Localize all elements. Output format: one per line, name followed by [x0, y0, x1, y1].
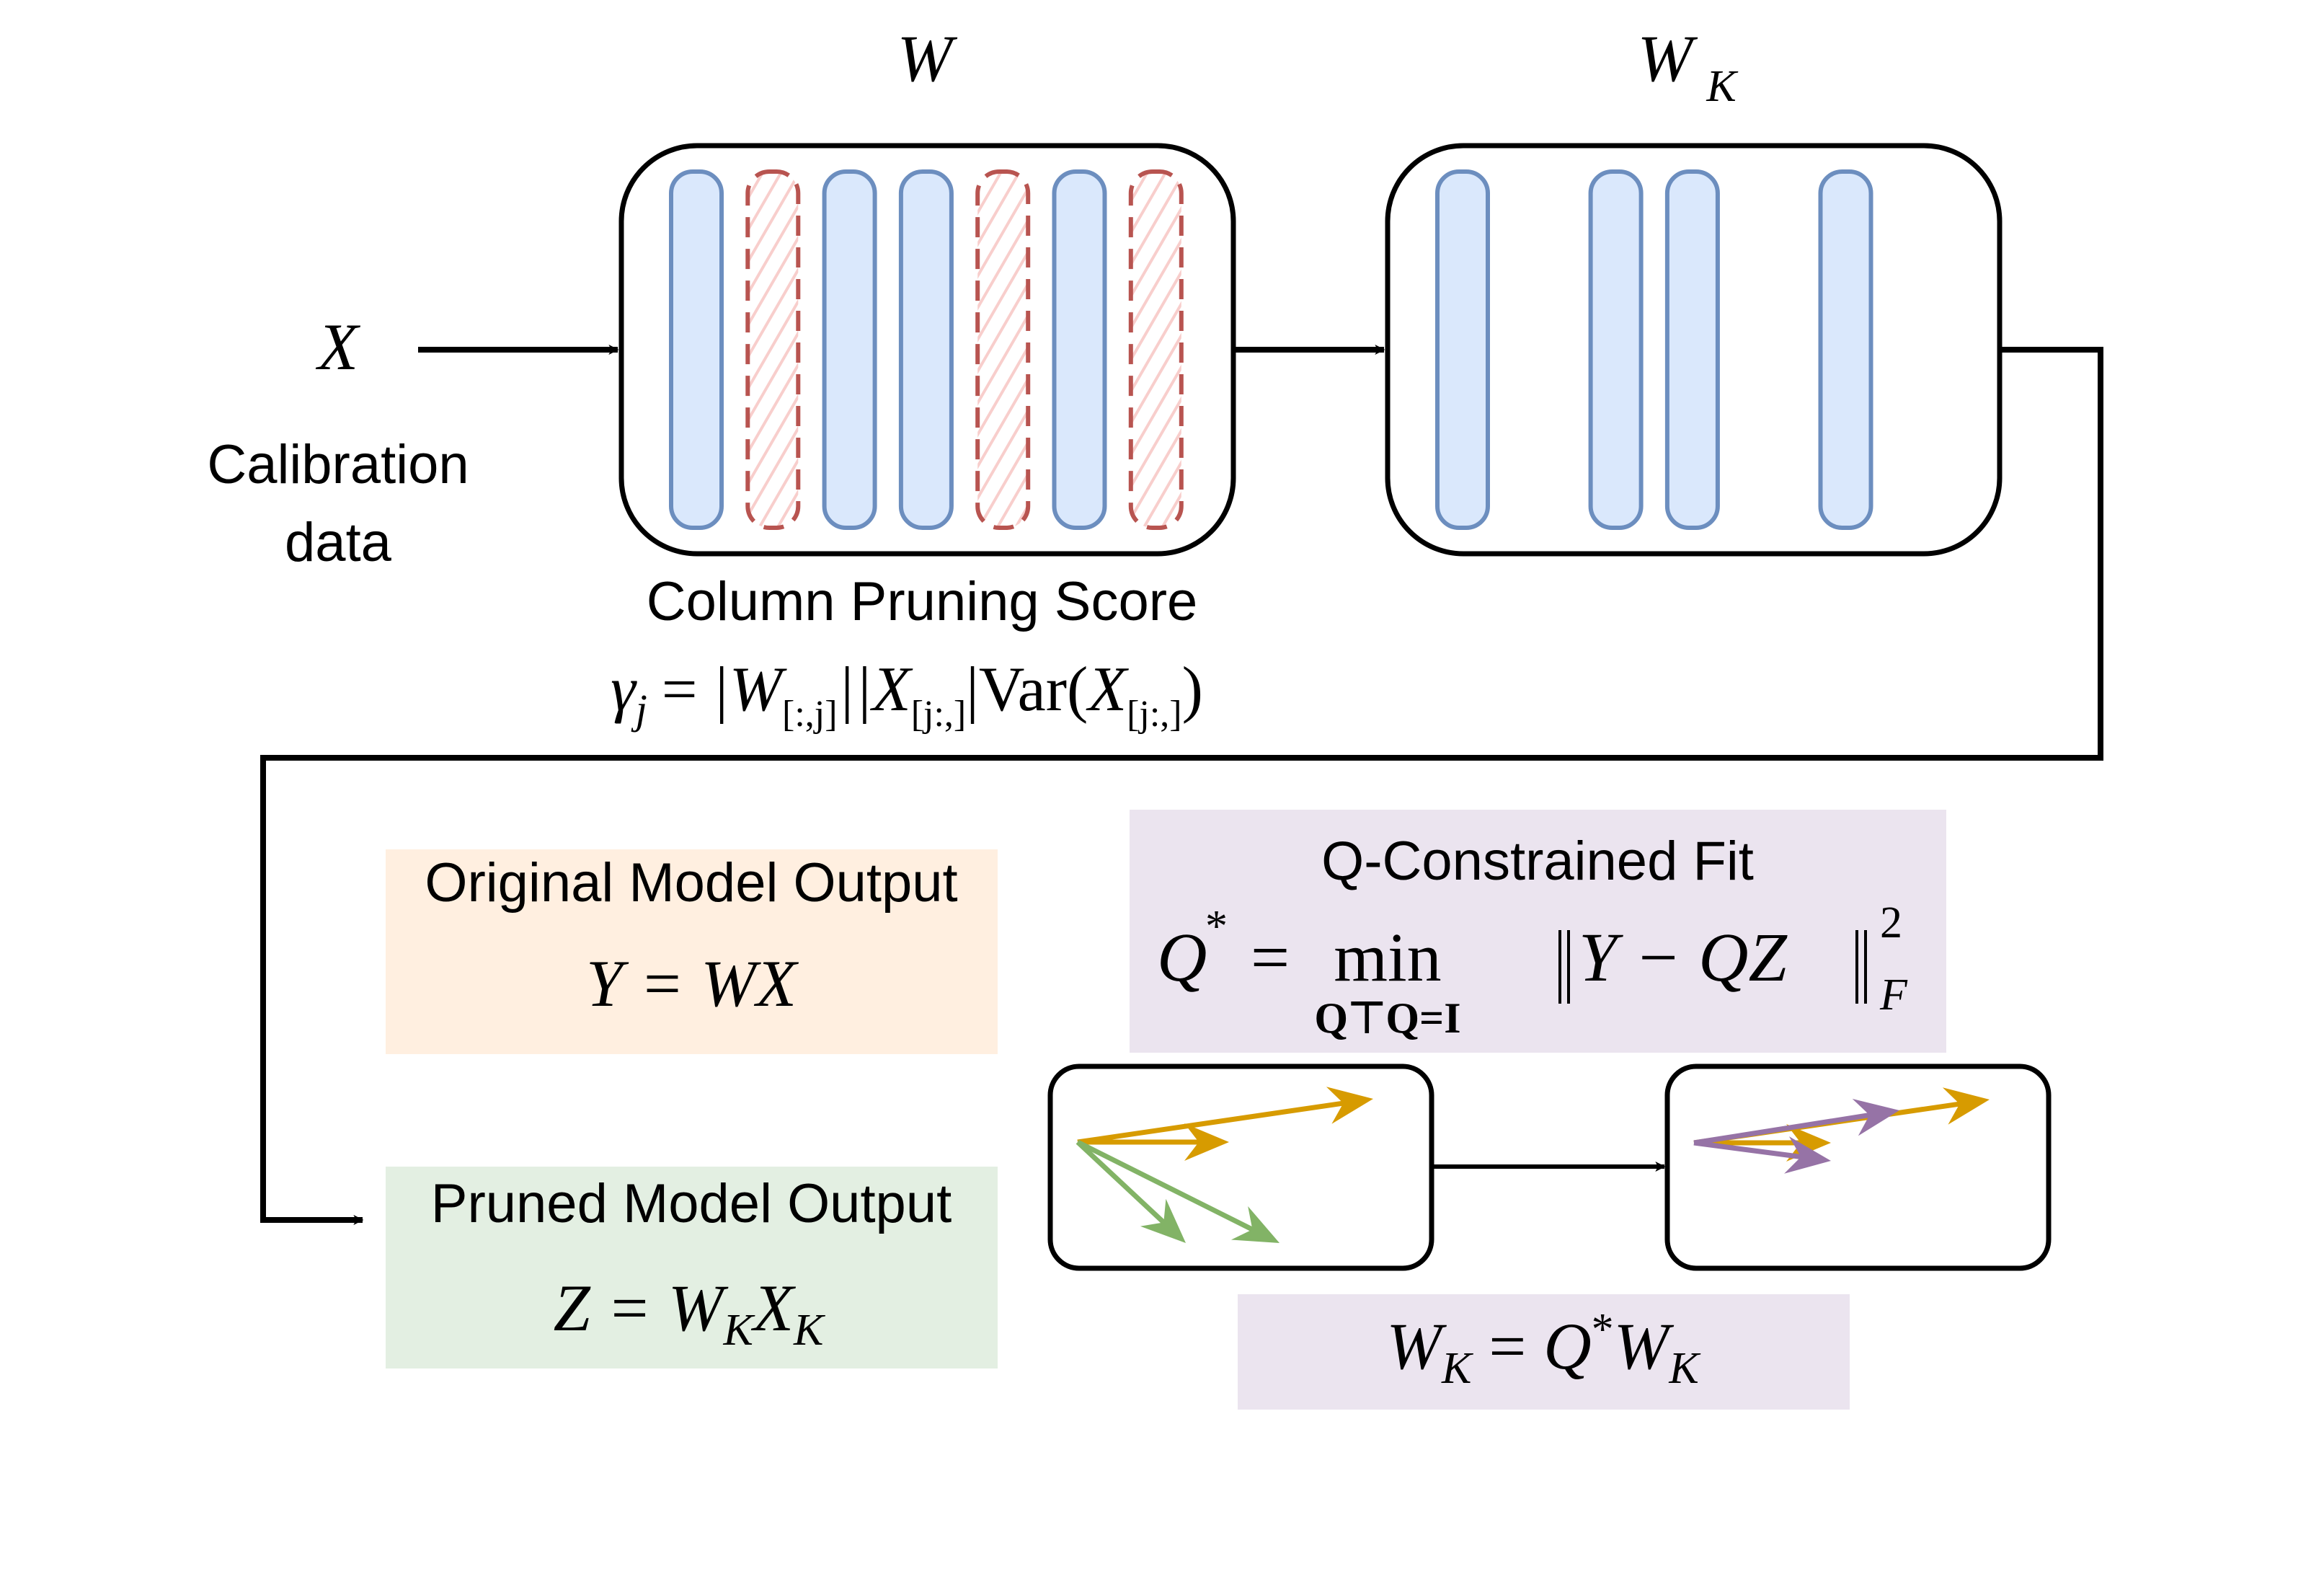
pruned-formula-sub2: K: [793, 1306, 826, 1355]
purple-vector-shaft: [1693, 1112, 1872, 1146]
weight-matrix-title: W: [897, 22, 958, 95]
kept-column: [1588, 169, 1644, 530]
pruned-weight-matrix-columns: [1435, 169, 1873, 530]
original-output-formula: Y = WX: [586, 947, 799, 1020]
pruned-formula-lhs: Z = W: [554, 1271, 729, 1345]
original-output-panel: [386, 849, 998, 1054]
vectors-before-group: [1075, 1087, 1373, 1243]
w-column-subscript: [:,j]: [782, 694, 838, 735]
update-w-sub: K: [1668, 1344, 1701, 1393]
pruning-score-formula: γj=|W[:,j]||X[j:,]|Var(X[j:,]): [611, 655, 1203, 735]
pruned-formula-x: X: [750, 1271, 797, 1345]
q-fit-norm-frobenius: F: [1879, 970, 1908, 1020]
orange-vector-head: [1184, 1123, 1229, 1161]
update-q-star: *: [1592, 1305, 1614, 1354]
x-row-subscript: [j:,]: [911, 694, 967, 735]
kept-column: [1818, 169, 1873, 530]
update-q: Q: [1543, 1309, 1591, 1383]
q-fit-panel: [1130, 810, 1946, 1053]
q-fit-norm-body: Y − QZ: [1579, 919, 1788, 996]
orange-vector-head: [1942, 1087, 1990, 1125]
purple-vector-shaft: [1693, 1140, 1803, 1160]
variance-x-subscript: [j:,]: [1127, 694, 1182, 735]
kept-column: [1052, 169, 1107, 530]
purple-vector-head: [1784, 1136, 1831, 1174]
pruning-score-title: Column Pruning Score: [647, 571, 1198, 632]
purple-vector-head: [1852, 1098, 1899, 1136]
svg-text:γj=|W[:,j]||X[j:,]|Var(X[j:,]): γj=|W[:,j]||X[j:,]|Var(X[j:,]): [611, 655, 1203, 735]
orange-vector-shaft: [1077, 1100, 1345, 1145]
pruned-output-formula: Z = WKXK: [554, 1271, 826, 1355]
x-row-term: ||X: [838, 655, 913, 725]
calibration-caption-line1: Calibration: [207, 434, 469, 495]
q-fit-formula: Q * = min Q⊤Q=I Y − QZ 2 F: [1157, 898, 1908, 1042]
pruned-column: [975, 169, 1031, 530]
update-lhs: W: [1386, 1309, 1447, 1383]
pruned-formula-sub1: K: [722, 1306, 755, 1355]
kept-column: [669, 169, 724, 530]
variance-x: X: [1086, 655, 1129, 725]
update-lhs-sub: K: [1441, 1344, 1474, 1393]
gamma-symbol: γ: [611, 655, 637, 725]
equals-sign: =: [662, 655, 698, 725]
q-fit-lhs-star: *: [1205, 902, 1228, 951]
update-equals: =: [1489, 1309, 1526, 1383]
variance-term: |Var(: [966, 655, 1088, 725]
pruned-weight-to-output-connector: [260, 347, 2103, 1225]
pruned-weight-title-base: W: [1638, 22, 1698, 95]
pruned-column: [1128, 169, 1184, 530]
kept-column: [1435, 169, 1490, 530]
update-formula-panel: [1238, 1294, 1850, 1410]
pruned-weight-matrix-title: W K: [1638, 22, 1739, 111]
update-w: W: [1614, 1309, 1675, 1383]
green-vector-head: [1140, 1198, 1186, 1243]
green-vector-shaft: [1075, 1140, 1167, 1226]
vectors-after-box: [1664, 1063, 2052, 1271]
pruned-weight-title-subscript: K: [1706, 62, 1739, 111]
q-fit-equals: =: [1251, 919, 1290, 996]
w-column-term: |W: [712, 655, 787, 725]
kept-column: [1664, 169, 1720, 530]
orange-vector-head: [1786, 1124, 1831, 1162]
vectors-after-group: [1693, 1087, 1990, 1174]
q-fit-lhs: Q: [1157, 919, 1207, 996]
green-vector-shaft: [1076, 1139, 1255, 1233]
pruned-column: [745, 169, 801, 530]
calibration-caption-line2: data: [285, 512, 392, 573]
q-fit-title: Q-Constrained Fit: [1321, 831, 1754, 892]
pruned-output-panel: [386, 1167, 998, 1368]
q-fit-norm-power: 2: [1880, 898, 1902, 947]
kept-column: [822, 169, 877, 530]
orange-vector-head: [1326, 1087, 1373, 1124]
q-fit-constraint: Q⊤Q=I: [1314, 994, 1460, 1042]
kept-column: [898, 169, 954, 530]
input-symbol: X: [315, 310, 361, 384]
variance-close-paren: ): [1182, 655, 1203, 725]
update-formula: WK=Q*WK: [1386, 1305, 1701, 1393]
q-fit-min-operator: min: [1334, 919, 1441, 996]
weight-matrix-columns: [669, 169, 1184, 530]
original-output-title: Original Model Output: [425, 852, 957, 914]
pruned-output-title: Pruned Model Output: [431, 1173, 952, 1234]
green-vector-head: [1230, 1206, 1279, 1243]
